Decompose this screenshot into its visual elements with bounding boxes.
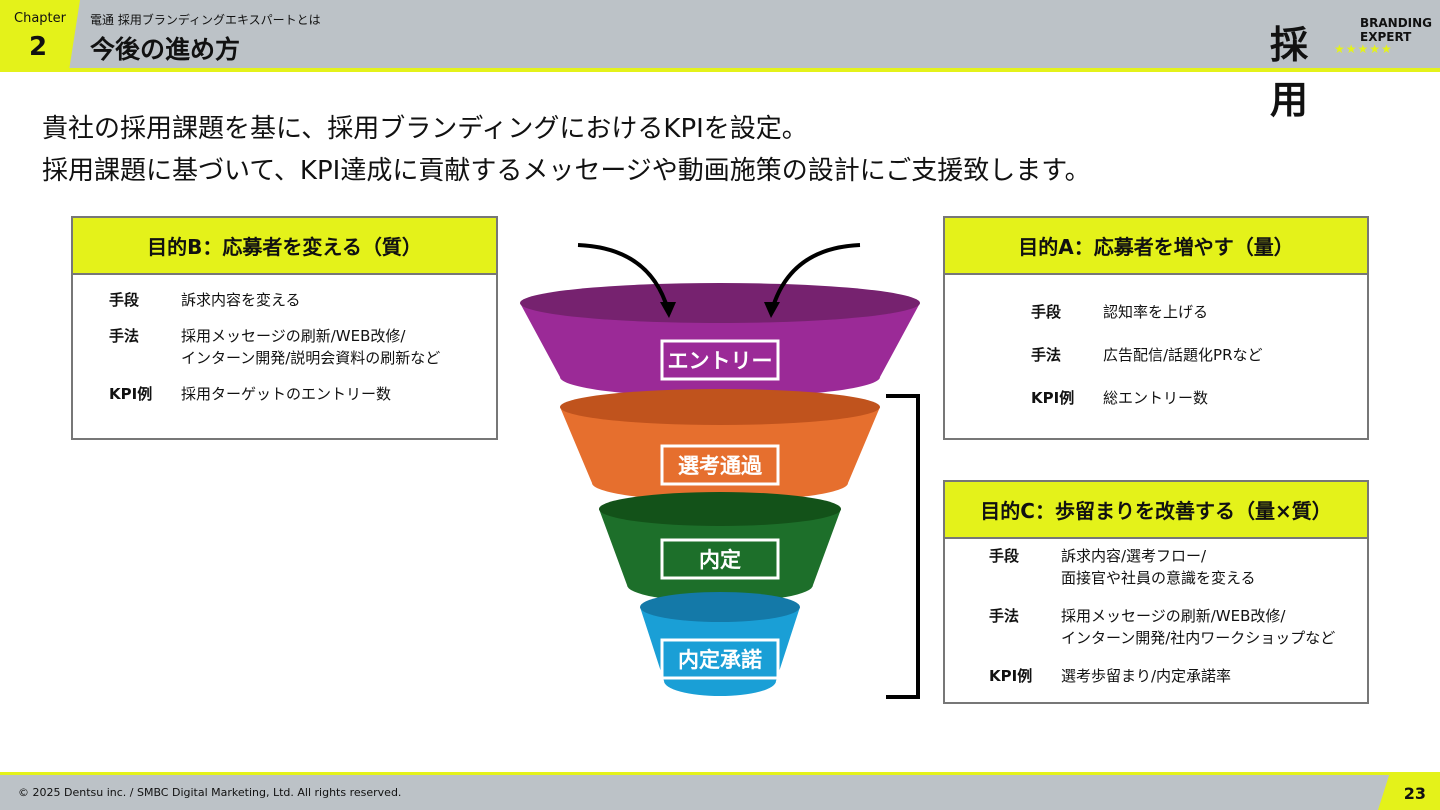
goal-row: 手段 認知率を上げる <box>1031 301 1367 323</box>
lead-line: 貴社の採用課題を基に、採用ブランディングにおけるKPIを設定。 <box>42 114 808 144</box>
arrowhead-icon <box>660 302 676 318</box>
row-key: 手法 <box>989 607 1020 625</box>
funnel-label: エントリー <box>668 349 773 373</box>
row-key: 手段 <box>109 291 140 309</box>
copyright: © 2025 Dentsu inc. / SMBC Digital Market… <box>18 786 402 799</box>
row-value: 選考歩留まり/内定承諾率 <box>1061 667 1232 685</box>
goal-row: 手法 採用メッセージの刷新/WEB改修/ インターン開発/社内ワークショップなど <box>989 605 1367 649</box>
star-icons: ★★★★★ <box>1334 42 1393 56</box>
arrow-left-icon <box>577 243 670 311</box>
row-key: 手段 <box>989 547 1020 565</box>
row-value: 採用メッセージの刷新/WEB改修/ インターン開発/説明会資料の刷新など <box>181 327 441 367</box>
goal-c-title: 目的C：歩留まりを改善する（量×質） <box>945 482 1367 539</box>
logo-line1: BRANDING <box>1360 16 1433 30</box>
page-number: 23 <box>1378 775 1440 810</box>
row-value: 総エントリー数 <box>1103 389 1209 407</box>
funnel-label-box <box>660 538 780 580</box>
row-value: 採用ターゲットのエントリー数 <box>181 385 392 403</box>
row-key: KPI例 <box>1031 389 1075 407</box>
row-key: KPI例 <box>989 667 1033 685</box>
goal-b-title: 目的B：応募者を変える（質） <box>73 218 496 275</box>
goal-row: KPI例 選考歩留まり/内定承諾率 <box>989 665 1367 687</box>
funnel-label-box <box>660 638 780 680</box>
logo-kanji: 採用 <box>1270 23 1308 122</box>
goal-c-box: 目的C：歩留まりを改善する（量×質） 手段 訴求内容/選考フロー/ 面接官や社員の… <box>943 480 1369 704</box>
arrowhead-icon <box>764 302 780 318</box>
footer: © 2025 Dentsu inc. / SMBC Digital Market… <box>0 772 1440 810</box>
funnel-stage-top <box>640 592 800 622</box>
chapter-label: Chapter <box>14 11 66 26</box>
row-value: 採用メッセージの刷新/WEB改修/ インターン開発/社内ワークショップなど <box>1061 607 1336 647</box>
funnel-label: 内定 <box>699 548 741 572</box>
goal-row: 手段 訴求内容を変える <box>109 289 496 311</box>
goal-row: 手法 広告配信/話題化PRなど <box>1031 344 1367 366</box>
goal-a-box: 目的A：応募者を増やす（量） 手段認知率を上げる 手法広告配信/話題化PRなど … <box>943 216 1369 440</box>
lead-text: 貴社の採用課題を基に、採用ブランディングにおけるKPIを設定。 採用課題に基づい… <box>42 108 1091 192</box>
row-key: 手法 <box>1031 346 1062 364</box>
row-value: 訴求内容/選考フロー/ 面接官や社員の意識を変える <box>1061 547 1256 587</box>
goal-row: 手法 採用メッセージの刷新/WEB改修/ インターン開発/説明会資料の刷新など <box>109 325 496 369</box>
goal-a-title: 目的A：応募者を増やす（量） <box>945 218 1367 275</box>
funnel-stage <box>520 303 920 397</box>
page-title: 今後の進め方 <box>90 35 241 64</box>
header-subtitle: 電通 採用ブランディングエキスパートとは <box>90 13 321 27</box>
funnel-stage <box>599 509 841 602</box>
row-key: 手段 <box>1031 303 1062 321</box>
goal-row: KPI例 採用ターゲットのエントリー数 <box>109 383 496 405</box>
logo-line2: EXPERT <box>1360 30 1412 44</box>
chapter-badge: Chapter 2 <box>0 0 80 72</box>
goal-b-box: 目的B：応募者を変える（質） 手段 訴求内容を変える 手法 採用メッセージの刷新/W… <box>71 216 498 440</box>
funnel-label: 選考通過 <box>678 454 763 478</box>
lead-line: 採用課題に基づいて、KPI達成に貢献するメッセージや動画施策の設計にご支援致しま… <box>42 156 1091 186</box>
bracket <box>886 394 920 699</box>
goal-row: 手段 訴求内容/選考フロー/ 面接官や社員の意識を変える <box>989 545 1367 589</box>
funnel-label: 内定承諾 <box>678 648 762 672</box>
row-value: 訴求内容を変える <box>181 291 301 309</box>
funnel-stage <box>640 607 800 696</box>
header: Chapter 2 電通 採用ブランディングエキスパートとは 今後の進め方 採用… <box>0 0 1440 122</box>
row-key: 手法 <box>109 327 140 345</box>
funnel-stage-top <box>520 283 920 323</box>
arrow-right-icon <box>770 243 861 311</box>
funnel-stage-top <box>599 492 841 526</box>
goal-row: KPI例 総エントリー数 <box>1031 387 1367 409</box>
funnel-label-box <box>660 339 780 381</box>
row-value: 認知率を上げる <box>1103 303 1209 321</box>
funnel-label-box <box>660 444 780 486</box>
row-key: KPI例 <box>109 385 153 403</box>
funnel-stage-top <box>560 389 880 425</box>
funnel-stage <box>560 407 880 501</box>
chapter-number: 2 <box>29 32 48 62</box>
row-value: 広告配信/話題化PRなど <box>1103 346 1263 364</box>
